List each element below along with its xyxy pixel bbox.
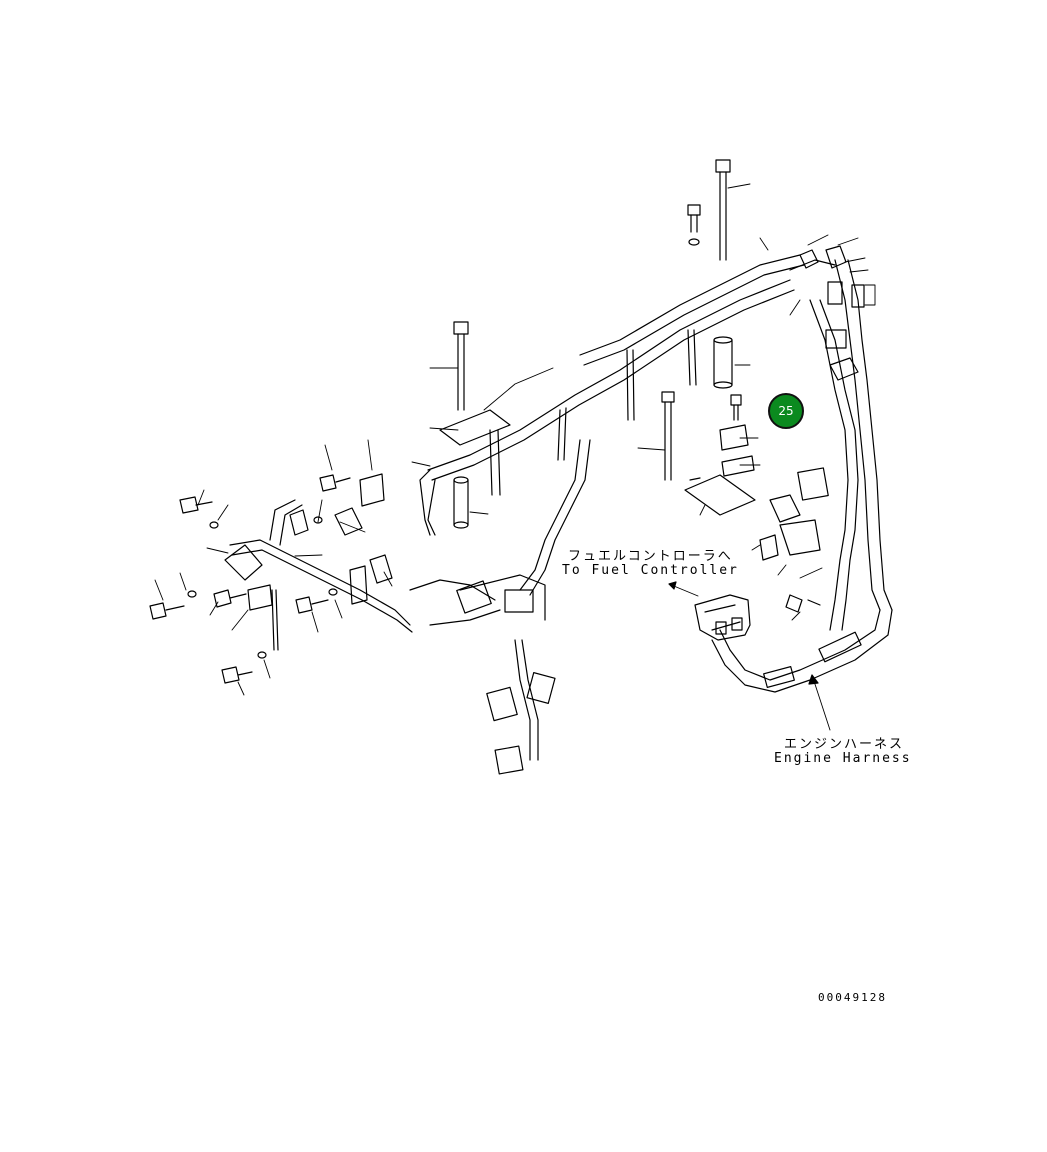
part-callout-number: 25	[778, 404, 794, 418]
main-harness-trunk	[427, 254, 836, 481]
fuel-controller-label-en: To Fuel Controller	[562, 563, 739, 578]
fuel-controller-label-jp: フュエルコントローラへ	[568, 549, 733, 564]
spacers	[289, 336, 733, 584]
far-left-harness	[224, 499, 413, 651]
fuel-controller-connector	[694, 594, 751, 641]
leader-lines	[154, 183, 876, 731]
engine-harness-arrow-icon	[808, 674, 819, 685]
engine-harness-label-jp: エンジンハーネス	[784, 737, 905, 752]
left-harness	[409, 329, 697, 775]
fuel-controller-arrow-icon	[668, 581, 677, 590]
long-bolts	[453, 159, 742, 481]
brackets	[247, 409, 756, 611]
engine-harness-label-en: Engine Harness	[774, 751, 912, 766]
engine-harness-right	[711, 259, 893, 693]
small-bolts	[149, 474, 821, 684]
figure-id: 00049128	[818, 991, 887, 1004]
part-callout-25[interactable]: 25	[768, 393, 804, 429]
